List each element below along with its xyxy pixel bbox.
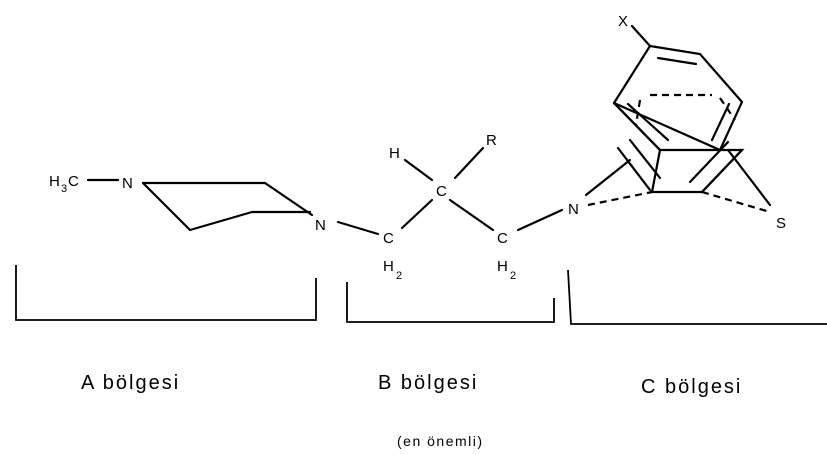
piperazine-ring: [86, 178, 314, 232]
chain-c2-label: C: [436, 183, 447, 200]
methyl-h-label: H: [49, 173, 60, 190]
piperazine-bond-upper-right: [263, 181, 314, 217]
atom-labels: H 3 C N N C H 2 C H R C H 2 N S X: [49, 13, 786, 282]
chain-c1-subscript: 2: [396, 270, 402, 282]
region-c-label: C bölgesi: [641, 376, 742, 398]
chain-c3-h-label: H: [497, 258, 508, 275]
chain-c2-h-label: H: [389, 145, 400, 162]
chain-bond-3: [448, 198, 495, 232]
region-a-label: A bölgesi: [81, 372, 180, 394]
chain-r-label: R: [486, 132, 497, 149]
n-dashed-bond: [587, 190, 653, 207]
lower-ring-bond-right: [700, 148, 744, 194]
methyl-subscript: 3: [61, 183, 67, 195]
chain-c3-subscript: 2: [510, 270, 516, 282]
benzene-inner-bond-3: [626, 102, 670, 142]
chain-c1-h-label: H: [383, 258, 394, 275]
region-brackets: [15, 265, 827, 325]
s-ring-bond: [726, 148, 772, 207]
lower-ring-inner-left: [628, 138, 662, 180]
chain-c1-label: C: [383, 230, 394, 247]
n-ring-bond: [584, 158, 632, 197]
lower-ring-bond-left: [616, 146, 652, 192]
ring-n-label: N: [568, 201, 579, 218]
s-dashed-bond: [701, 190, 771, 214]
aromatic-ring-system: [584, 24, 772, 214]
bracket-region-a: [15, 265, 317, 321]
piperazine-n2-label: N: [315, 217, 326, 234]
benzene-inner-bond-2: [710, 102, 731, 142]
region-b-note: (en önemli): [397, 433, 484, 449]
piperazine-bond-bottom: [188, 210, 254, 232]
c2-r-bond: [453, 146, 485, 180]
propyl-chain: [336, 146, 564, 236]
piperazine-n1-label: N: [122, 175, 133, 192]
lower-ring-inner-right: [688, 140, 730, 184]
c2-h-bond: [403, 158, 434, 182]
bracket-region-c: [567, 269, 827, 325]
benzene-inner-bond-1: [656, 56, 698, 66]
x-substituent-label: X: [618, 13, 628, 30]
x-bond: [630, 24, 652, 48]
chain-c3-label: C: [497, 230, 508, 247]
piperazine-bond-left: [141, 181, 192, 232]
region-b-label: B bölgesi: [378, 372, 478, 394]
sulfur-label: S: [776, 215, 786, 232]
dashed-back-left: [634, 99, 642, 126]
bracket-region-b: [346, 282, 555, 323]
chain-bond-4: [516, 208, 564, 232]
region-labels: A bölgesi B bölgesi C bölgesi (en önemli…: [81, 372, 742, 449]
methyl-c-label: C: [68, 173, 79, 190]
chain-bond-2: [400, 198, 434, 230]
dashed-back-right: [719, 97, 736, 121]
chain-bond-1: [336, 220, 380, 236]
